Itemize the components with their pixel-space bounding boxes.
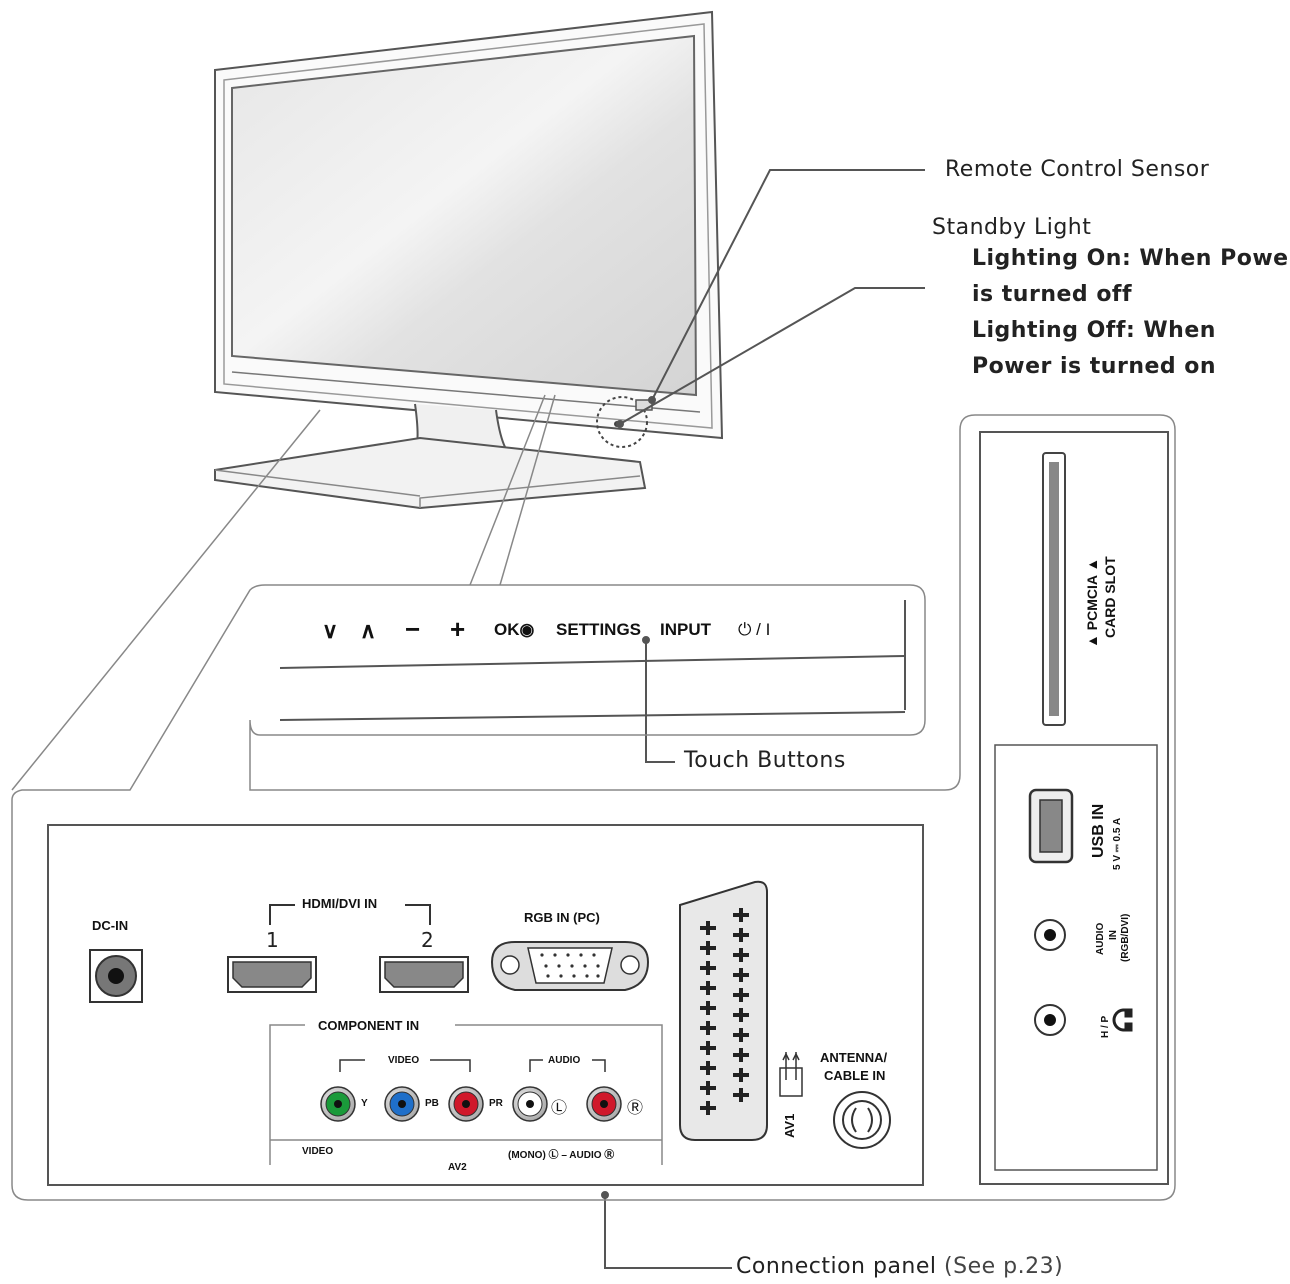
jack-audio-r[interactable] (586, 1086, 622, 1122)
video-group-label: VIDEO (388, 1055, 420, 1066)
av2-label: AV2 (448, 1162, 467, 1173)
audio-in-jack[interactable] (1034, 919, 1066, 951)
headphone-jack[interactable] (1034, 1004, 1066, 1036)
callout-lines (11, 169, 925, 1269)
connection-panel-leader (604, 1195, 732, 1269)
touch-button-up[interactable]: ∧ (360, 618, 377, 643)
touch-button-plus[interactable]: + (450, 614, 466, 644)
pcmcia-label-1: ▲ PCMCIA ▲ (1084, 557, 1100, 648)
component-box (269, 1024, 663, 1165)
component-in-label: COMPONENT IN (318, 1018, 420, 1033)
antenna-port[interactable] (833, 1091, 891, 1149)
jack-pb-label: PB (425, 1098, 439, 1109)
dc-in-label: DC-IN (92, 918, 129, 933)
jack-pb[interactable] (384, 1086, 420, 1122)
touch-buttons-leader (645, 640, 675, 763)
zoom-outline (11, 414, 1176, 1201)
remote-sensor-leader (651, 169, 925, 401)
rgb-in-port[interactable] (490, 941, 650, 991)
hdmi-2-label: 2 (421, 928, 434, 952)
rear-panel-box (47, 824, 924, 1186)
hdmi-1-label: 1 (266, 928, 279, 952)
sensor-dotted-circle (596, 396, 648, 448)
hdmi-title-label: HDMI/DVI IN (302, 896, 378, 911)
usb-in-label: USB IN (1090, 803, 1107, 858)
touch-button-down[interactable]: ∨ (322, 618, 339, 643)
remote-control-sensor-label: Remote Control Sensor (945, 157, 1210, 182)
jack-audio-l[interactable] (512, 1086, 548, 1122)
touch-button-power[interactable]: ⏻ / I (738, 620, 771, 639)
touch-button-ok[interactable]: OK◉ (494, 620, 535, 639)
bottom-video-label: VIDEO (302, 1146, 334, 1157)
side-panel-lower-box (994, 744, 1158, 1171)
connection-panel-label: Connection panel (See p.23) (736, 1254, 1063, 1279)
usb-spec-label: 5 V ⎓ 0.5 A (1112, 817, 1123, 870)
jack-pr[interactable] (448, 1086, 484, 1122)
connection-panel-text: Connection panel (736, 1254, 937, 1279)
standby-light-label: Standby Light (932, 215, 1092, 240)
hdmi-port-1[interactable] (227, 956, 317, 993)
jack-pr-label: PR (489, 1098, 503, 1109)
side-panel-box (979, 431, 1169, 1185)
bottom-audio-label: (MONO) Ⓛ – AUDIO Ⓡ (508, 1150, 615, 1161)
tv-bezel-inner (223, 23, 713, 429)
antenna-label-2: CABLE IN (824, 1068, 886, 1083)
jack-r-label: Ⓡ (627, 1100, 644, 1117)
hdmi-bracket (269, 904, 431, 925)
jack-y-label: Y (361, 1098, 368, 1109)
touch-button-input[interactable]: INPUT (660, 620, 711, 639)
scart-icon (779, 1052, 803, 1097)
audio-in-label-1: AUDIO (1095, 922, 1106, 955)
scart-av1-port[interactable] (679, 880, 768, 1141)
standby-item-2: is turned off (972, 282, 1133, 307)
headphone-icon (1112, 1008, 1133, 1032)
av1-label: AV1 (782, 1113, 797, 1138)
standby-item-4: Power is turned on (972, 354, 1217, 379)
tv-monitor (214, 10, 724, 510)
standby-item-3: Lighting Off: When (972, 318, 1216, 343)
jack-y[interactable] (320, 1086, 356, 1122)
audio-group-label: AUDIO (548, 1055, 581, 1066)
jack-l-label: Ⓛ (551, 1100, 568, 1117)
dc-in-port[interactable] (89, 949, 143, 1003)
touch-panel (279, 600, 906, 721)
connection-panel-ref: (See p.23) (944, 1254, 1064, 1279)
hp-label: H / P (1100, 1015, 1111, 1038)
touch-buttons-label: Touch Buttons (684, 748, 846, 773)
rgb-in-label: RGB IN (PC) (524, 910, 600, 925)
standby-leader (619, 287, 925, 425)
antenna-label-1: ANTENNA/ (820, 1050, 888, 1065)
audio-in-label-3: (RGB/DVI) (1120, 913, 1131, 962)
standby-item-1: Lighting On: When Power (972, 246, 1290, 271)
audio-in-label-2: IN (1108, 930, 1119, 940)
touch-button-settings[interactable]: SETTINGS (556, 620, 642, 639)
touch-button-minus[interactable]: − (405, 614, 421, 644)
hdmi-port-2[interactable] (379, 956, 469, 993)
tv-screen (231, 34, 698, 397)
pcmcia-label-2: CARD SLOT (1102, 556, 1118, 638)
